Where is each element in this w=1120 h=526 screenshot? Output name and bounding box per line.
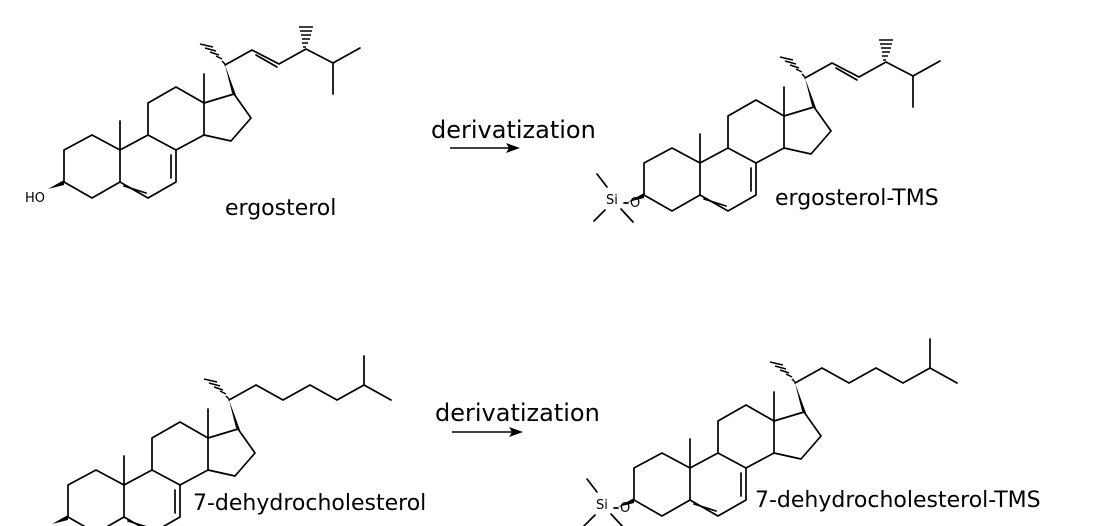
dehydrocholesterol-name: 7-dehydrocholesterol — [193, 491, 426, 516]
silicon-label: Si — [606, 193, 618, 208]
reaction-arrow-1 — [450, 143, 520, 153]
ergosterol-tms-name: ergosterol-TMS — [775, 186, 939, 211]
arrow-label-2: derivatization — [435, 399, 600, 427]
oxygen-label: O — [630, 196, 640, 211]
ergosterol-structure: HO — [25, 26, 361, 206]
ergosterol-tms-structure: Si O — [593, 39, 941, 223]
arrow-label-1: derivatization — [431, 116, 596, 144]
dehydrocholesterol-tms-name: 7-dehydrocholesterol-TMS — [755, 488, 1041, 513]
silicon-label: Si — [596, 498, 608, 513]
ergosterol-name: ergosterol — [225, 196, 336, 221]
reaction-arrow-2 — [452, 427, 523, 437]
hydroxyl-label: HO — [25, 191, 45, 206]
dehydrocholesterol-tms-structure: Si O — [583, 338, 958, 526]
oxygen-label: O — [620, 501, 630, 516]
